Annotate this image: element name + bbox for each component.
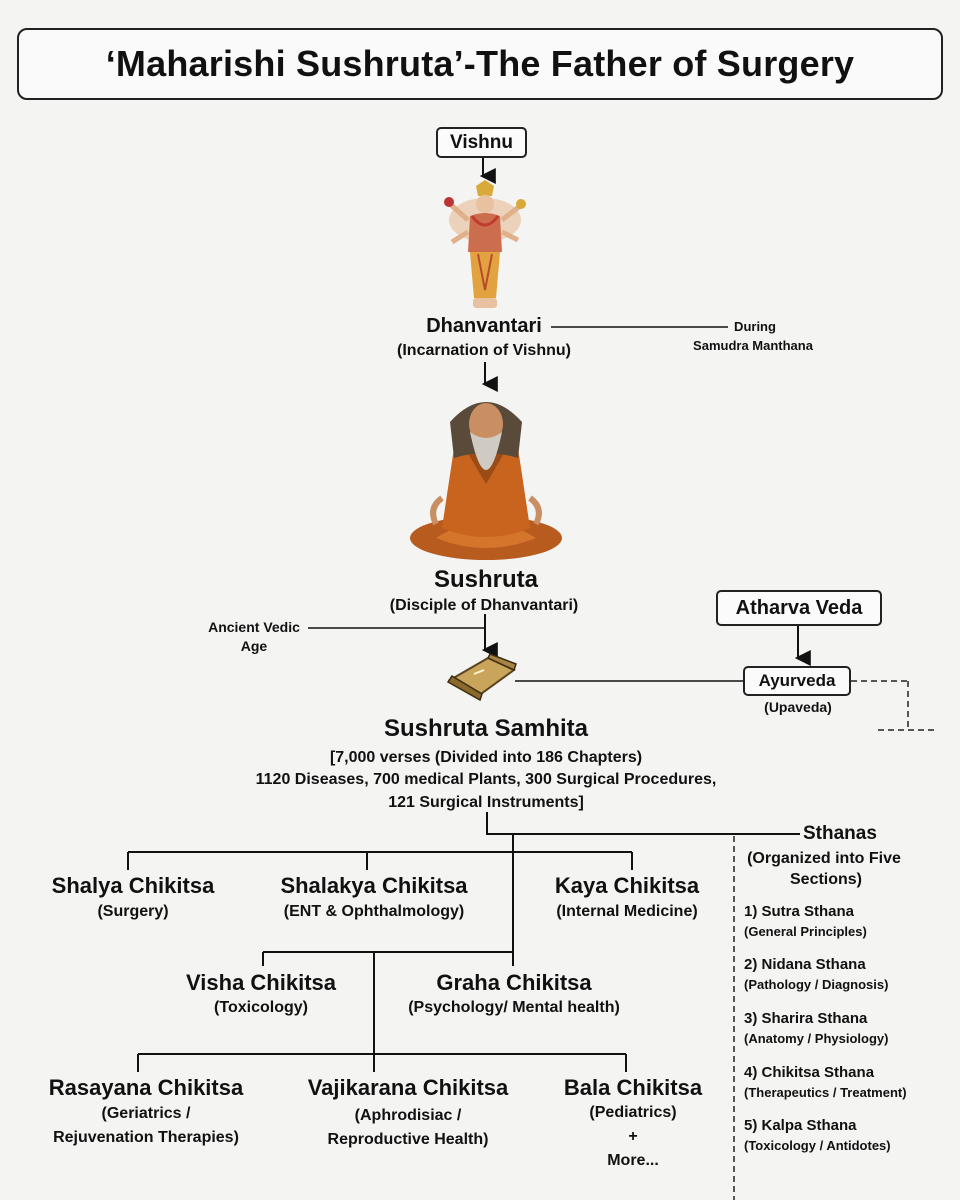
samhita-name: Sushruta Samhita (383, 715, 589, 742)
rasayana-desc-2: Rejuvenation Therapies) (53, 1129, 239, 1146)
vajikarana-desc-1: (Aphrodisiac / (354, 1107, 462, 1124)
sthana-item-desc: (Anatomy / Physiology) (744, 1031, 889, 1046)
sthana-item-name: 5) Kalpa Sthana (744, 1117, 857, 1134)
sthana-item-name: 2) Nidana Sthana (744, 956, 866, 973)
during-label: During (734, 319, 776, 334)
sthana-item-name: 4) Chikitsa Sthana (744, 1064, 875, 1081)
ancient-vedic-label-2: Age (240, 638, 268, 654)
shalakya-name: Shalakya Chikitsa (280, 873, 468, 898)
ayurveda-desc: (Upaveda) (764, 699, 832, 715)
samhita-line-2: 1120 Diseases, 700 medical Plants, 300 S… (255, 771, 717, 788)
sushruta-desc: (Disciple of Dhanvantari) (389, 597, 579, 614)
ayurveda-box: Ayurveda (743, 666, 851, 696)
ancient-vedic-label: Ancient Vedic (208, 619, 300, 635)
page-title: ‘Maharishi Sushruta’-The Father of Surge… (17, 28, 943, 100)
samhita-line-1: [7,000 verses (Divided into 186 Chapters… (329, 749, 643, 766)
sthana-item-name: 3) Sharira Sthana (744, 1010, 868, 1027)
kaya-name: Kaya Chikitsa (554, 873, 700, 898)
dhanvantari-desc: (Incarnation of Vishnu) (397, 342, 571, 359)
visha-desc: (Toxicology) (214, 999, 308, 1016)
vishnu-label: Vishnu (450, 131, 513, 153)
shalakya-desc: (ENT & Ophthalmology) (283, 903, 465, 920)
bala-desc: (Pediatrics) (589, 1104, 677, 1121)
graha-name: Graha Chikitsa (436, 970, 592, 995)
visha-name: Visha Chikitsa (186, 970, 336, 995)
vishnu-box: Vishnu (436, 127, 527, 158)
dhanvantari-name: Dhanvantari (426, 315, 542, 337)
sthanas-title: Sthanas (803, 823, 877, 844)
graha-desc: (Psychology/ Mental health) (408, 999, 620, 1016)
scroll-icon (446, 653, 517, 702)
sthana-item-desc: (Pathology / Diagnosis) (744, 977, 889, 992)
meditating-sage-icon (410, 402, 562, 560)
sthanas-desc-2: Sections) (789, 871, 863, 888)
rasayana-desc-1: (Geriatrics / (101, 1105, 191, 1122)
bala-plus: + (628, 1128, 638, 1145)
sthanas-desc-1: (Organized into Five (747, 850, 901, 867)
vajikarana-name: Vajikarana Chikitsa (307, 1075, 509, 1100)
sthana-item-desc: (General Principles) (744, 924, 867, 939)
sthana-item-desc: (Toxicology / Antidotes) (744, 1138, 891, 1153)
deity-figure-icon (444, 180, 526, 308)
shalya-desc: (Surgery) (97, 903, 169, 920)
bala-more: More... (607, 1152, 659, 1169)
atharva-veda-label: Atharva Veda (735, 596, 863, 619)
vajikarana-desc-2: Reproductive Health) (327, 1131, 489, 1148)
sthana-item-name: 1) Sutra Sthana (744, 903, 855, 920)
rasayana-name: Rasayana Chikitsa (48, 1075, 244, 1100)
atharva-veda-box: Atharva Veda (716, 590, 882, 626)
shalya-name: Shalya Chikitsa (51, 873, 215, 898)
bala-name: Bala Chikitsa (563, 1075, 703, 1100)
ayurveda-label: Ayurveda (758, 671, 836, 690)
sushruta-name: Sushruta (433, 566, 539, 593)
kaya-desc: (Internal Medicine) (556, 903, 698, 920)
samhita-line-3: 121 Surgical Instruments] (388, 794, 584, 811)
sthana-item-desc: (Therapeutics / Treatment) (744, 1085, 907, 1100)
during-label-2: Samudra Manthana (693, 338, 813, 353)
